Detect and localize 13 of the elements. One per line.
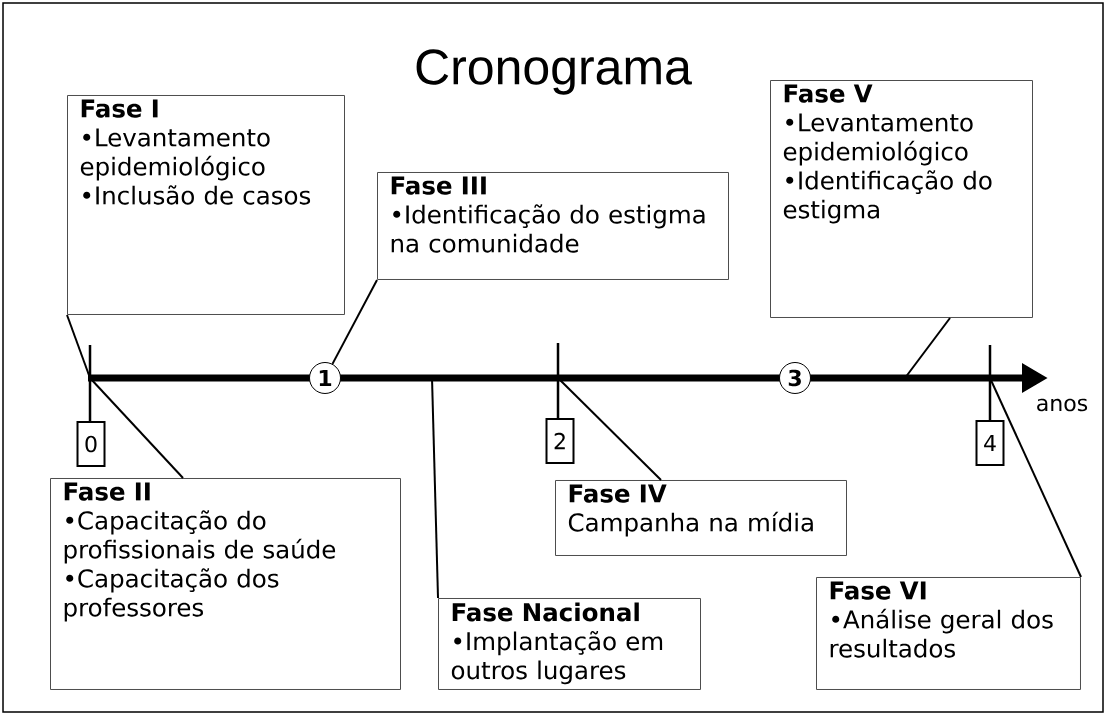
- title: Cronograma: [416, 49, 692, 95]
- phase-box: Fase II •Capacitação do profissionais de saúde •Capacitação dos professores: [50, 478, 401, 690]
- axis-unit-label: anos: [1037, 398, 1088, 412]
- phase-box: Fase V •Levantamento epidemiológico •Identificação do estigma: [770, 80, 1033, 318]
- year-box: 0: [76, 421, 106, 467]
- leader-line: [331, 279, 378, 365]
- phase-box: Fase VI •Análise geral dos resultados: [816, 577, 1081, 690]
- phase-box: Fase III •Identificação do estigma na comunidade: [377, 172, 729, 280]
- phase-box: Fase I •Levantamento epidemiológico •Inclusão de casos: [67, 95, 345, 315]
- year-box: 2: [545, 418, 575, 464]
- phase-box: Fase IV Campanha na mídia: [555, 480, 847, 556]
- year-box: 4: [975, 420, 1005, 466]
- phase-box: Fase Nacional •Implantação em outros lugares: [438, 598, 701, 690]
